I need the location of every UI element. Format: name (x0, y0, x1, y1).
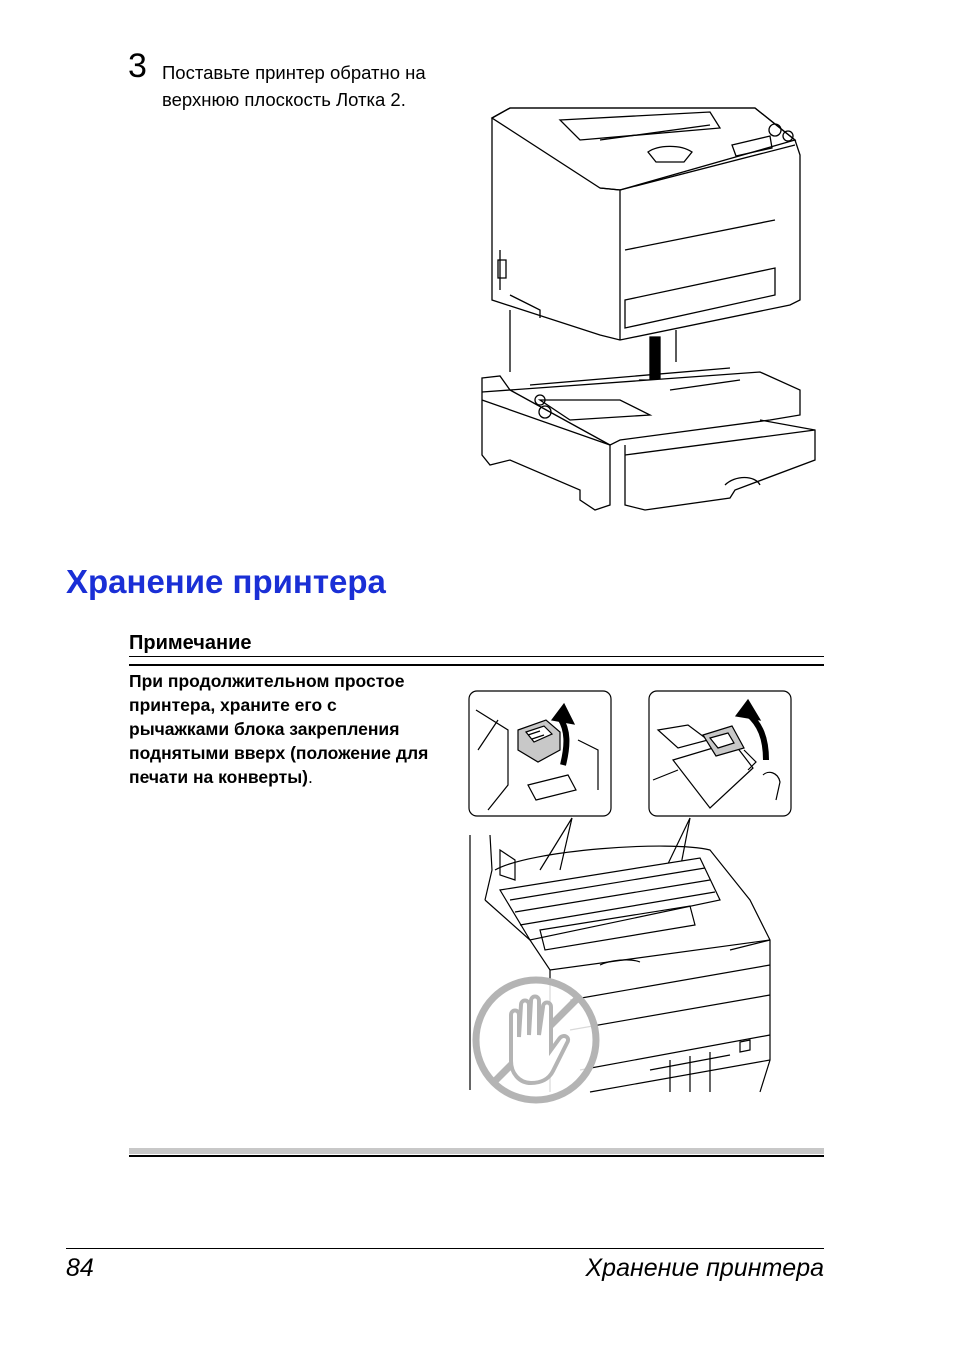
note-heading: Примечание (129, 632, 252, 654)
note-body: При продолжительном простое принтера, хр… (129, 669, 429, 789)
note-end-band (129, 1148, 824, 1154)
note-rule-thick (129, 664, 824, 666)
note-end-rule (129, 1155, 824, 1157)
section-title: Хранение принтера (66, 563, 386, 600)
footer-rule (66, 1248, 824, 1249)
step-instruction: Поставьте принтер обратно на верхнюю пло… (162, 62, 426, 110)
note-body-tail: . (307, 767, 313, 787)
fuser-lever-right-detail (648, 690, 793, 818)
step-number: 3 (128, 47, 147, 85)
note-body-bold: При продолжительном простое принтера, хр… (129, 671, 429, 787)
note-rule-thin (129, 656, 824, 657)
fuser-lever-left-detail (468, 690, 613, 818)
footer-title: Хранение принтера (585, 1254, 824, 1282)
no-touch-hand-icon (471, 975, 601, 1105)
open-printer-illustration (470, 830, 800, 1102)
page-number: 84 (66, 1254, 94, 1282)
printer-on-tray-illustration (470, 100, 820, 520)
